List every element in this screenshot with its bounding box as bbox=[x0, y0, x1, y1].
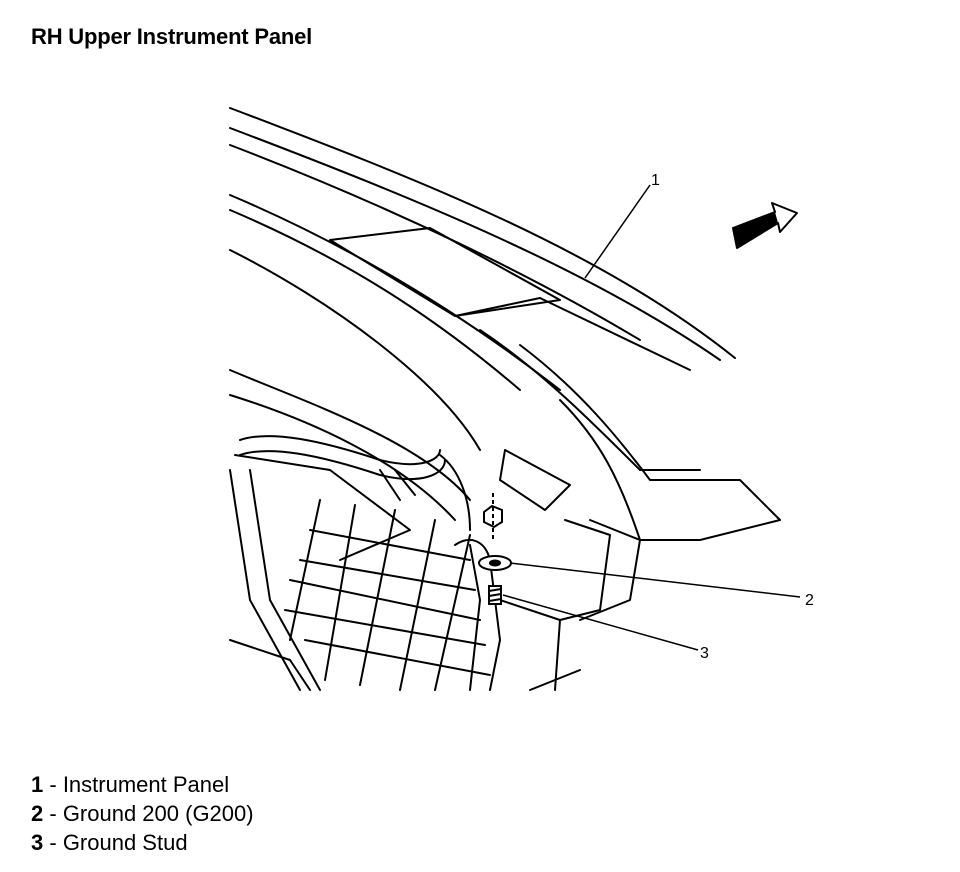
callout-3-leader bbox=[502, 594, 699, 651]
legend-item: 3 - Ground Stud bbox=[31, 828, 254, 857]
legend-text: Ground 200 (G200) bbox=[62, 801, 254, 826]
ground-fastener-assembly bbox=[478, 493, 512, 605]
legend-number: 3 bbox=[31, 830, 44, 855]
callout-1: 1 bbox=[651, 172, 660, 189]
legend-separator: - bbox=[43, 830, 63, 855]
page-title: RH Upper Instrument Panel bbox=[31, 24, 313, 49]
legend-item: 1 - Instrument Panel bbox=[31, 770, 254, 799]
legend-text: Ground Stud bbox=[62, 830, 188, 855]
forward-direction-arrow-icon bbox=[732, 202, 798, 249]
callout-3: 3 bbox=[700, 645, 709, 662]
callout-2-leader bbox=[509, 562, 801, 598]
legend-number: 2 bbox=[31, 801, 44, 826]
callout-leaders bbox=[502, 184, 801, 651]
legend-separator: - bbox=[43, 772, 63, 797]
legend-number: 1 bbox=[31, 772, 44, 797]
callout-1-leader bbox=[584, 184, 651, 279]
legend: 1 - Instrument Panel 2 - Ground 200 (G20… bbox=[31, 770, 254, 857]
legend-item: 2 - Ground 200 (G200) bbox=[31, 799, 254, 828]
instrument-panel-outline bbox=[229, 107, 781, 691]
callout-2: 2 bbox=[805, 592, 814, 609]
legend-text: Instrument Panel bbox=[62, 772, 230, 797]
legend-separator: - bbox=[43, 801, 63, 826]
